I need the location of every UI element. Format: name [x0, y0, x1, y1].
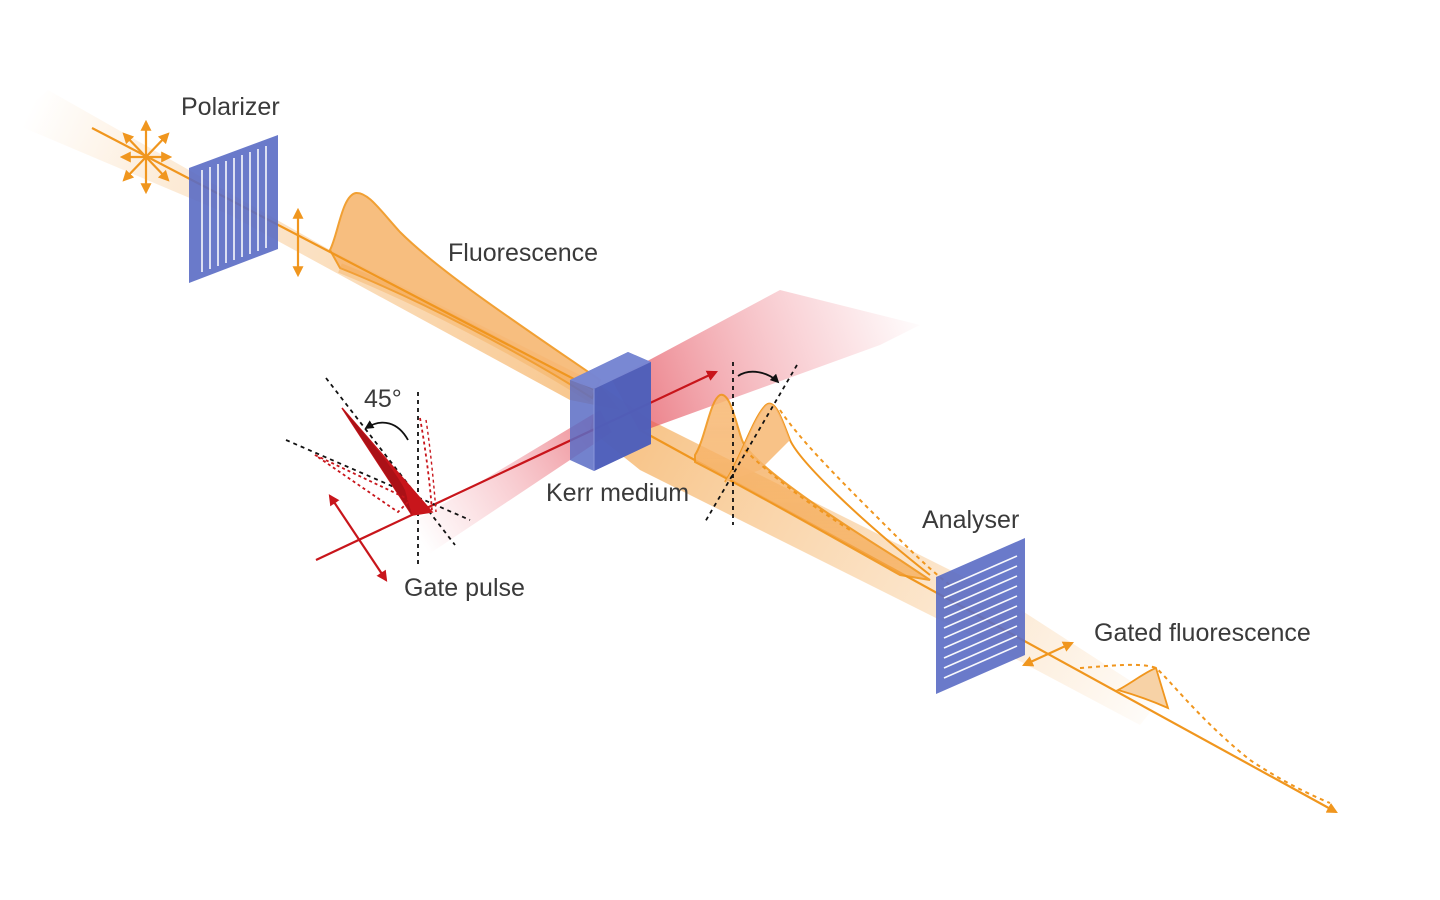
gate-pulse-polarization — [285, 377, 471, 582]
analyser — [936, 538, 1025, 694]
gate-polarization-arrow — [328, 494, 388, 582]
analyser-label: Analyser — [922, 506, 1019, 534]
unpolarized-light-icon — [119, 119, 173, 195]
polarizer — [189, 135, 278, 283]
fluorescence-label: Fluorescence — [448, 239, 598, 267]
horizontal-polarization-arrow — [1022, 641, 1074, 667]
rotated-fluorescence-pulses — [694, 362, 951, 586]
optical-axis-in — [91, 127, 596, 391]
kerr-medium-label: Kerr medium — [546, 479, 689, 507]
polarizer-label: Polarizer — [181, 93, 280, 121]
gate-pulse-label: Gate pulse — [404, 574, 525, 602]
gated-fluorescence-pulse — [1079, 663, 1331, 804]
angle-label: 45° — [364, 385, 402, 413]
kerr-medium — [570, 352, 651, 471]
gated-fluorescence-label: Gated fluorescence — [1094, 619, 1311, 647]
fluorescence-pulse — [328, 192, 602, 400]
